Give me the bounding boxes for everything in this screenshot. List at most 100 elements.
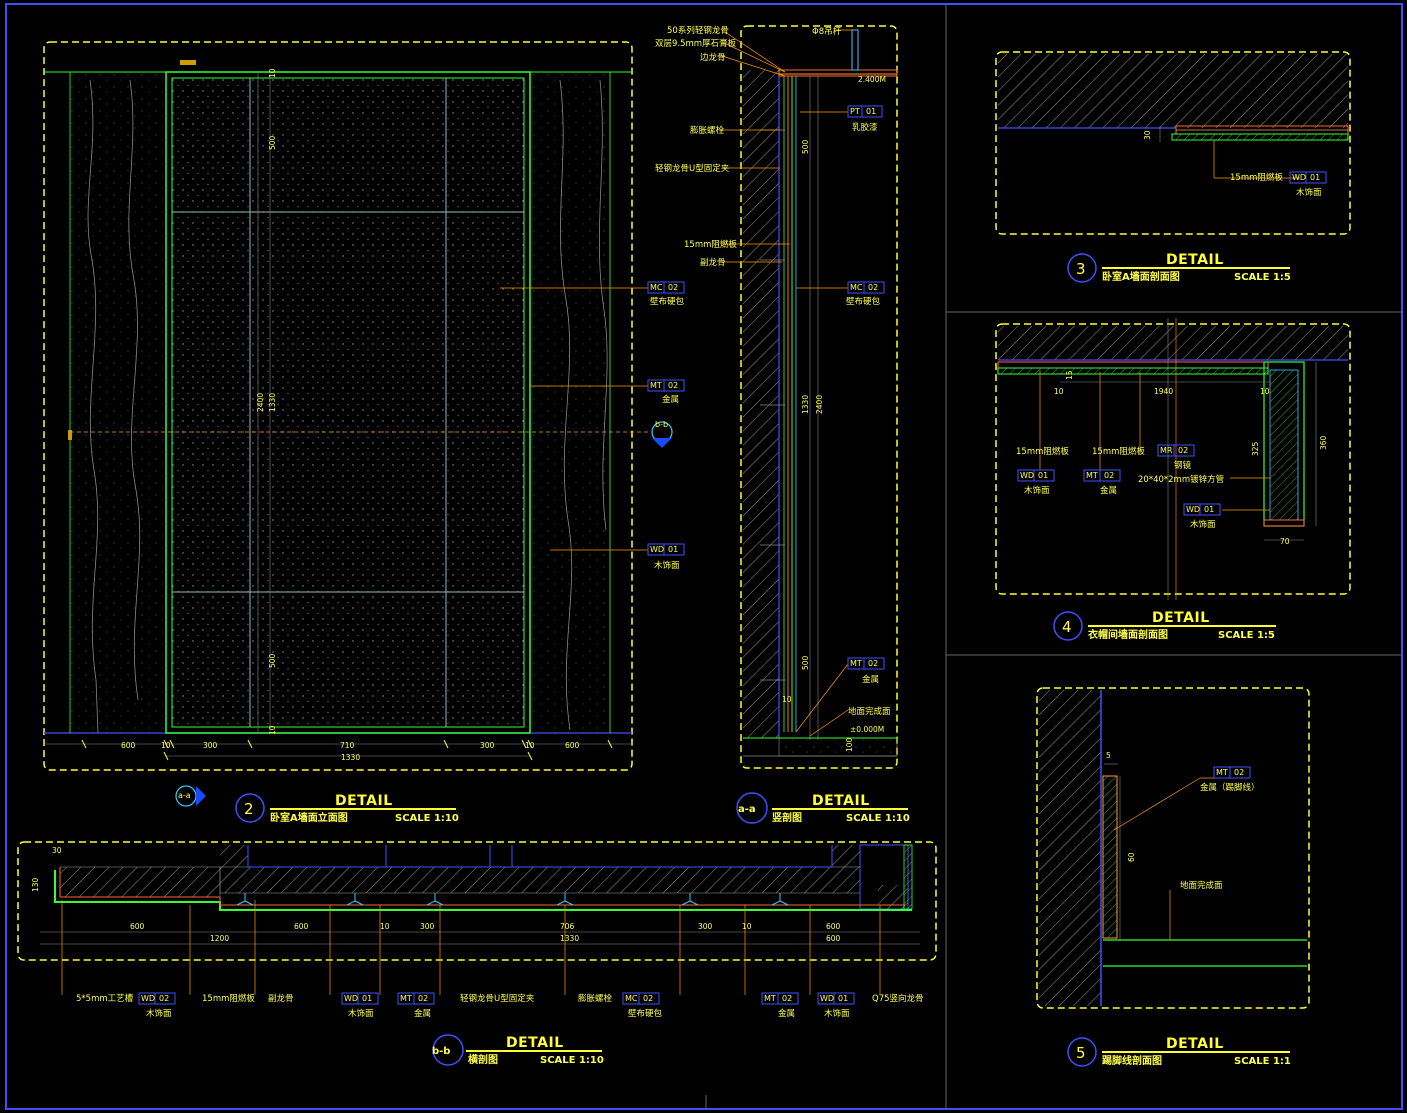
aa-callout-mt02[interactable]: MT 02 金属 bbox=[847, 657, 885, 685]
bb-dim-600b: 600 bbox=[294, 922, 309, 931]
d3-dim-30: 30 bbox=[1143, 130, 1152, 140]
bb-dim-600d: 600 bbox=[826, 934, 841, 943]
detail-bb-section bbox=[17, 841, 937, 995]
aa-label-board: 15mm阻燃板 bbox=[684, 239, 737, 250]
callout-text: 木饰面 bbox=[1296, 187, 1322, 198]
callout-code: WD bbox=[1186, 505, 1200, 514]
callout-num: 02 bbox=[1234, 768, 1244, 777]
bb-callout-wd01-a[interactable]: WD 01 木饰面 bbox=[341, 992, 379, 1019]
detail-4-text: 10 1940 10 325 360 70 15 15mm阻燃板 15mm阻燃板… bbox=[1016, 370, 1328, 641]
callout-mt02[interactable]: MT 02 金属 bbox=[647, 379, 685, 405]
aa-floor-label: 地面完成面 bbox=[848, 706, 891, 717]
d4-label-mirror: 钢镜 bbox=[1174, 460, 1192, 471]
aa-callout-mc02[interactable]: MC 02 壁布硬包 bbox=[846, 281, 885, 307]
callout-code: MR bbox=[1160, 446, 1173, 455]
callout-num: 01 bbox=[668, 545, 678, 554]
detail-number: 5 bbox=[1076, 1044, 1086, 1062]
section-mark-aa[interactable]: a-a bbox=[178, 791, 191, 800]
callout-code: WD bbox=[650, 545, 664, 554]
callout-num: 01 bbox=[866, 107, 876, 116]
bb-callout-mc02[interactable]: MC 02 壁布硬包 bbox=[622, 992, 663, 1019]
bb-dim-600c: 600 bbox=[826, 922, 841, 931]
bb-dim-300a: 300 bbox=[420, 922, 435, 931]
dim-total: 1330 bbox=[341, 753, 360, 762]
bb-dim-30: 30 bbox=[52, 846, 62, 855]
detail-bb-text: 30 130 600 600 10 300 706 300 10 600 120… bbox=[31, 846, 924, 1066]
callout-num: 02 bbox=[868, 283, 878, 292]
vdim-500-bottom: 500 bbox=[268, 653, 277, 668]
bb-callout-wd02[interactable]: WD 02 木饰面 bbox=[138, 992, 176, 1019]
dim-10-right: 10 bbox=[525, 741, 535, 750]
detail-subtitle: 衣帽间墙面剖面图 bbox=[1088, 628, 1168, 641]
callout-num: 02 bbox=[159, 994, 169, 1003]
callout-mc02[interactable]: MC 02 壁布硬包 bbox=[647, 281, 685, 307]
detail-number: b-b bbox=[432, 1046, 450, 1057]
bb-dim-1330: 1330 bbox=[560, 934, 579, 943]
bb-label-groove: 5*5mm工艺槽 bbox=[76, 993, 134, 1004]
callout-num: 02 bbox=[418, 994, 428, 1003]
aa-label-bolt: 膨胀螺栓 bbox=[690, 125, 725, 136]
bb-callout-mt02-b[interactable]: MT 02 金属 bbox=[761, 992, 799, 1019]
dim-10-left: 10 bbox=[161, 741, 171, 750]
callout-code: MT bbox=[650, 381, 662, 390]
section-mark-bb[interactable]: b-b bbox=[655, 420, 668, 429]
callout-code: WD bbox=[1292, 173, 1306, 182]
aa-label-edge-keel: 边龙骨 bbox=[700, 52, 726, 63]
detail-title: DETAIL bbox=[506, 1035, 564, 1051]
callout-text: 乳胶漆 bbox=[852, 122, 878, 133]
aa-label-gypsum: 双层9.5mm厚石膏板 bbox=[655, 38, 737, 49]
d5-floor-label: 地面完成面 bbox=[1180, 880, 1223, 891]
callout-code: MT bbox=[1086, 471, 1098, 480]
d4-dim-15: 15 bbox=[1065, 370, 1074, 380]
detail-subtitle: 卧室A墙面剖面图 bbox=[1102, 270, 1180, 283]
bb-dim-300b: 300 bbox=[698, 922, 713, 931]
bb-dim-706: 706 bbox=[560, 922, 575, 931]
aa-callout-pt01[interactable]: PT 01 乳胶漆 bbox=[847, 105, 883, 133]
detail-subtitle: 卧室A墙面立面图 bbox=[270, 811, 348, 824]
d3-callout-wd01[interactable]: WD 01 木饰面 bbox=[1289, 171, 1327, 198]
callout-text: 木饰面 bbox=[1190, 519, 1216, 530]
detail-scale: SCALE 1:10 bbox=[395, 813, 459, 824]
bb-callout-mt02-a[interactable]: MT 02 金属 bbox=[397, 992, 435, 1019]
callout-wd01[interactable]: WD 01 木饰面 bbox=[647, 543, 685, 571]
d5-callout-mt02[interactable]: MT 02 金属（踢脚线） bbox=[1200, 766, 1260, 793]
vdim-10-top: 10 bbox=[268, 68, 277, 78]
callout-text: 金属 bbox=[662, 394, 679, 405]
d5-dim-5: 5 bbox=[1106, 751, 1111, 760]
callout-code: MC bbox=[850, 283, 863, 292]
d5-dim-60: 60 bbox=[1127, 852, 1136, 862]
d4-label-board-b: 15mm阻燃板 bbox=[1092, 446, 1145, 457]
d4-dim-1940: 1940 bbox=[1154, 387, 1173, 396]
callout-text: 木饰面 bbox=[1024, 485, 1050, 496]
callout-num: 01 bbox=[1310, 173, 1320, 182]
bb-label-subkeel: 副龙骨 bbox=[268, 993, 294, 1004]
aa-label-rod: Φ8吊杆 bbox=[812, 26, 842, 37]
d4-label-board-a: 15mm阻燃板 bbox=[1016, 446, 1069, 457]
callout-code: MT bbox=[400, 994, 412, 1003]
aa-level-bottom: ±0.000M bbox=[850, 725, 884, 734]
detail-subtitle: 横剖图 bbox=[468, 1053, 498, 1066]
d4-callout-mt02[interactable]: MT 02 金属 bbox=[1083, 469, 1121, 496]
dim-710: 710 bbox=[340, 741, 355, 750]
title-block-5: 5 DETAIL 踢脚线剖面图 SCALE 1:1 bbox=[1067, 1036, 1291, 1067]
d4-callout-wd01-b[interactable]: WD 01 木饰面 bbox=[1183, 503, 1221, 530]
aa-dim-500-bottom: 500 bbox=[801, 655, 810, 670]
callout-num: 02 bbox=[1178, 446, 1188, 455]
detail-4-section bbox=[995, 318, 1351, 600]
d4-callout-wd01-a[interactable]: WD 01 木饰面 bbox=[1017, 469, 1055, 496]
callout-code: MC bbox=[625, 994, 638, 1003]
vdim-10-bottom: 10 bbox=[268, 725, 277, 735]
callout-code: MT bbox=[850, 659, 862, 668]
bb-dim-1200: 1200 bbox=[210, 934, 229, 943]
detail-title: DETAIL bbox=[1166, 1036, 1224, 1052]
bb-callout-wd01-b[interactable]: WD 01 木饰面 bbox=[817, 992, 855, 1019]
d4-callout-mr02[interactable]: MR 02 bbox=[1157, 444, 1195, 457]
vdim-1330: 1330 bbox=[268, 393, 277, 412]
callout-code: WD bbox=[141, 994, 155, 1003]
detail-5-section bbox=[1036, 687, 1310, 1009]
callout-text: 木饰面 bbox=[348, 1008, 374, 1019]
dim-600-left: 600 bbox=[121, 741, 136, 750]
d4-dim-10b: 10 bbox=[1260, 387, 1270, 396]
bb-dim-10b: 10 bbox=[742, 922, 752, 931]
callout-num: 02 bbox=[868, 659, 878, 668]
